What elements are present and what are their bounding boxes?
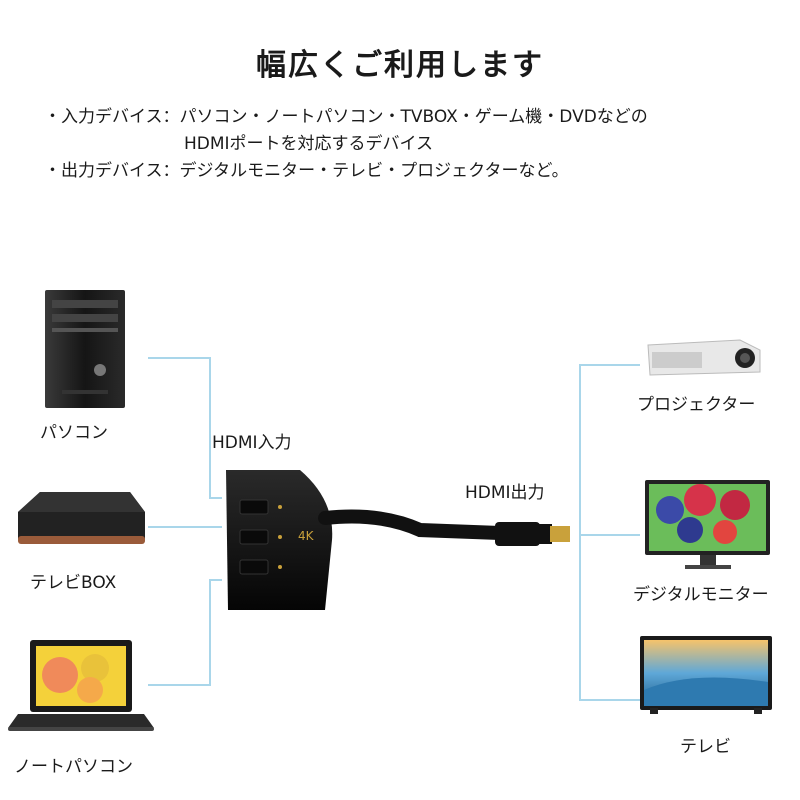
projector-icon [647, 339, 761, 376]
input-devices-line-cont: HDMIポートを対応するデバイス [184, 134, 434, 154]
output-connector-lines [579, 364, 640, 701]
input-connector-lines [148, 357, 222, 686]
hdmi-splitter-icon: 4K [226, 470, 333, 610]
hdmi-input-label: HDMI入力 [212, 433, 292, 453]
projector-label: プロジェクター [637, 395, 755, 415]
hdmi-output-label: HDMI出力 [465, 483, 545, 503]
input-devices-line: ・入力デバイス：パソコン・ノートパソコン・TVBOX・ゲーム機・DVDなどの [44, 107, 648, 127]
svg-text:4K: 4K [298, 529, 315, 543]
page-title: 幅広くご利用します [256, 48, 544, 83]
tv-label: テレビ [680, 737, 731, 757]
output-devices-line: ・出力デバイス：デジタルモニター・テレビ・プロジェクターなど。 [44, 161, 569, 181]
description: ・入力デバイス：パソコン・ノートパソコン・TVBOX・ゲーム機・DVDなどの H… [44, 104, 648, 185]
tv-box-icon [18, 492, 145, 544]
tv-icon [640, 636, 772, 714]
laptop-icon [8, 640, 154, 731]
pc-label: パソコン [40, 423, 108, 443]
monitor-label: デジタルモニター [633, 584, 769, 605]
laptop-label: ノートパソコン [14, 757, 133, 777]
desktop-pc-icon [45, 290, 125, 408]
hdmi-cable-icon [318, 509, 570, 546]
monitor-icon [645, 480, 770, 569]
tv-box-label: テレビBOX [30, 573, 117, 593]
